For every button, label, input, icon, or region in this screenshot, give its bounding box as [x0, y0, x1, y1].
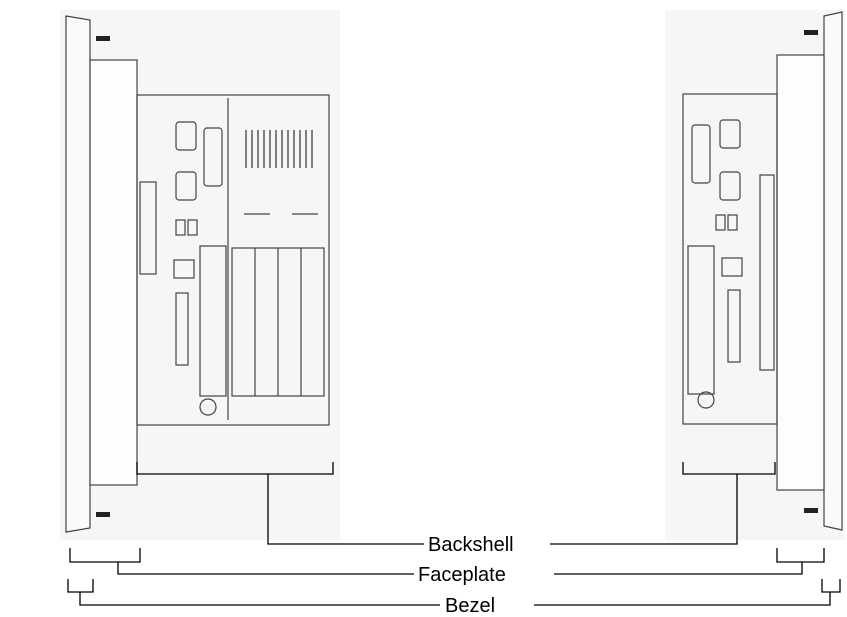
backshell-leader-left	[267, 474, 424, 545]
backshell-callout	[136, 462, 776, 545]
backshell-label: Backshell	[428, 534, 514, 556]
right-backshell	[682, 93, 778, 425]
right-unit	[665, 10, 845, 540]
backshell-bracket-left	[136, 462, 334, 475]
right-connectors	[687, 119, 743, 409]
bezel-bracket-right	[821, 579, 841, 593]
faceplate-bracket-left	[69, 548, 141, 563]
bezel-callout	[67, 579, 841, 606]
backshell-leader-right	[550, 474, 738, 545]
backshell-bracket-right	[682, 462, 776, 475]
faceplate-callout	[69, 548, 825, 575]
faceplate-label: Faceplate	[418, 564, 506, 586]
left-expansion-slots	[231, 213, 325, 397]
left-vent-grille	[245, 130, 313, 168]
left-side-slot	[139, 181, 157, 275]
left-bezel	[65, 15, 91, 533]
bezel-leader-right	[534, 592, 831, 606]
left-connectors	[173, 121, 227, 416]
bezel-label: Bezel	[445, 595, 495, 617]
right-side-slot	[759, 174, 775, 371]
faceplate-leader-right	[554, 562, 803, 575]
left-faceplate	[89, 59, 138, 486]
left-backshell	[136, 94, 330, 426]
left-unit	[60, 10, 340, 540]
right-faceplate	[776, 54, 825, 491]
bezel-bracket-left	[67, 579, 94, 593]
bezel-leader-left	[79, 592, 440, 606]
faceplate-leader-left	[117, 562, 414, 575]
faceplate-bracket-right	[776, 548, 825, 563]
right-bezel	[823, 11, 843, 531]
